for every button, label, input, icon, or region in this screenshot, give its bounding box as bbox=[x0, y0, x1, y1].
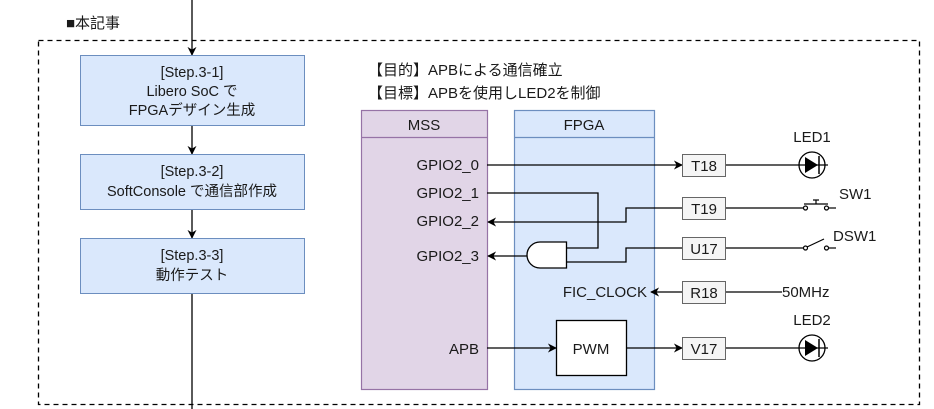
wire-t19-gpio2-2 bbox=[487, 207, 682, 227]
signal-gpio2-2: GPIO2_2 bbox=[416, 213, 479, 230]
wiring bbox=[487, 160, 803, 353]
pin-u17-label: U17 bbox=[690, 241, 718, 258]
pin-r18-label: R18 bbox=[690, 285, 718, 302]
step-2-line-2: SoftConsole で通信部作成 bbox=[107, 183, 277, 200]
sw1-pushbutton-icon bbox=[802, 199, 836, 211]
wire-u17-and bbox=[566, 247, 682, 263]
fpga-title: FPGA bbox=[564, 117, 605, 134]
signal-apb: APB bbox=[449, 341, 479, 358]
pin-u17: U17 bbox=[682, 237, 726, 260]
led2-label: LED2 bbox=[793, 312, 831, 329]
step-2-label: [Step.3-2] bbox=[161, 164, 224, 180]
step-3-label: [Step.3-3] bbox=[161, 248, 224, 264]
step-box-1: [Step.3-1] Libero SoC で FPGAデザイン生成 bbox=[80, 55, 305, 126]
step-1-line-2: Libero SoC で bbox=[146, 84, 237, 100]
pwm-block: PWM bbox=[555, 319, 628, 377]
purpose-text: 【目的】APBによる通信確立 bbox=[368, 62, 563, 79]
mss-block: MSS GPIO2_0 GPIO2_1 GPIO2_2 GPIO2_3 APB bbox=[360, 109, 489, 391]
and-gate-icon bbox=[526, 241, 568, 269]
pin-t19-label: T19 bbox=[691, 201, 717, 218]
article-scope-frame bbox=[37, 39, 921, 406]
dsw1-label: DSW1 bbox=[833, 228, 876, 245]
pwm-label: PWM bbox=[573, 341, 610, 358]
signal-gpio2-3: GPIO2_3 bbox=[416, 248, 479, 265]
step-1-label: [Step.3-1] bbox=[161, 65, 224, 81]
led2-icon bbox=[798, 334, 828, 362]
step-3-line-2: 動作テスト bbox=[156, 267, 229, 284]
step-box-2: [Step.3-2] SoftConsole で通信部作成 bbox=[80, 154, 305, 210]
signal-gpio2-0: GPIO2_0 bbox=[416, 157, 479, 174]
dsw1-switch-icon bbox=[802, 238, 836, 251]
pin-t18-label: T18 bbox=[691, 158, 717, 175]
section-title: ■本記事 bbox=[66, 15, 120, 32]
mss-title: MSS bbox=[408, 117, 441, 134]
pin-t18: T18 bbox=[682, 154, 726, 177]
step-box-3: [Step.3-3] 動作テスト bbox=[80, 238, 305, 294]
pin-t19: T19 bbox=[682, 197, 726, 220]
signal-gpio2-1: GPIO2_1 bbox=[416, 185, 479, 202]
pin-r18: R18 bbox=[682, 281, 726, 304]
fic-clock-label: FIC_CLOCK bbox=[563, 284, 647, 301]
pin-v17: V17 bbox=[682, 337, 726, 360]
step-1-line-3: FPGAデザイン生成 bbox=[129, 101, 255, 119]
goal-text: 【目標】APBを使用しLED2を制御 bbox=[368, 85, 601, 102]
pin-v17-label: V17 bbox=[691, 341, 718, 358]
clock-source-label: 50MHz bbox=[782, 284, 830, 301]
led1-label: LED1 bbox=[793, 129, 831, 146]
led1-icon bbox=[798, 151, 828, 179]
wire-gpio2-1-and bbox=[487, 192, 599, 249]
sw1-label: SW1 bbox=[839, 186, 872, 203]
